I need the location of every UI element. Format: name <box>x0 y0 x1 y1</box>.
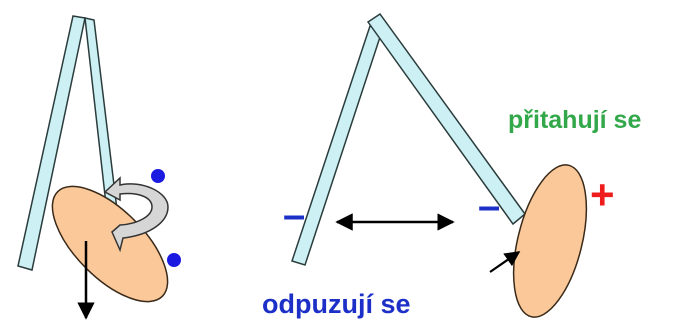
minus-sign-left: – <box>283 193 305 237</box>
left-electroscope <box>17 15 181 320</box>
right-charged-rod <box>512 164 588 318</box>
right-electroscope <box>291 12 588 318</box>
charge-dot-bottom <box>167 253 181 267</box>
minus-sign-right: – <box>478 184 500 228</box>
right-strip-right <box>366 12 527 226</box>
plus-sign: + <box>590 171 615 218</box>
charge-dot-top <box>151 169 165 183</box>
diagonal-arrow-icon <box>489 251 521 273</box>
attract-label: přitahují se <box>508 106 641 134</box>
rotation-arrow-icon <box>103 176 169 253</box>
repel-label: odpuzují se <box>262 289 411 319</box>
right-strip-left <box>291 24 383 266</box>
left-strip-1 <box>17 15 86 271</box>
